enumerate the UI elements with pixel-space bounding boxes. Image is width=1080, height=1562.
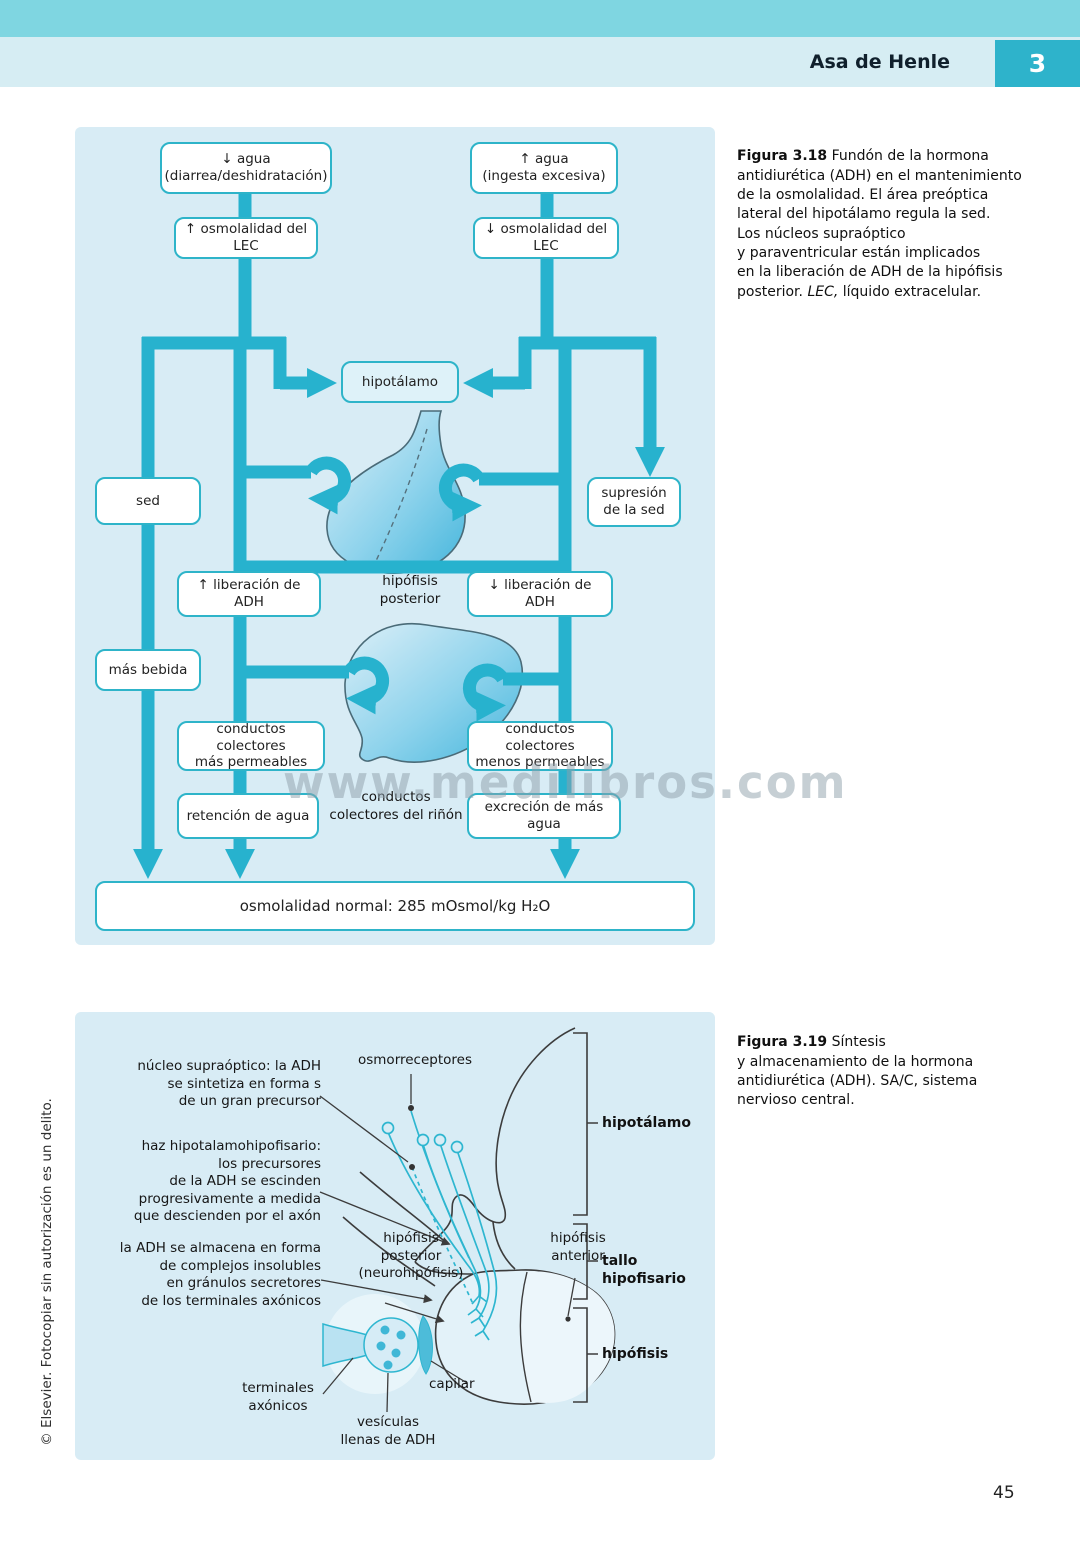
label-posterior-pituitary: hipófisis posterior (neurohipófisis) [358,1230,464,1282]
neuron-fibers [387,1110,498,1341]
label-capillary: capilar [429,1376,475,1392]
figure-3-19-panel: osmorreceptores núcleo supraóptico: la A… [75,1012,715,1460]
pituitary-dashed-line [374,428,428,564]
capillary-crescent [418,1315,433,1375]
box-more-drinking: más bebida [95,649,201,691]
label-adh-vesicles: vesículas llenas de ADH [340,1414,436,1448]
caption-318-number: Figura 3.18 [737,148,828,165]
label-axon-terminals: terminales axónicos [242,1380,314,1414]
box-osmolality-down: ↓ osmolalidad del LEC [473,217,619,259]
box-water-excretion: excreción de más agua [467,793,621,839]
figure-3-18-caption: Figura 3.18 Fundón de la hormona antidiu… [737,128,1055,302]
label-posterior-pituitary: hipófisis posterior [379,573,441,607]
copyright-sidebar: © Elsevier. Fotocopiar sin autorización … [39,1098,55,1446]
flow-connectors [133,194,665,879]
figure-3-19-caption: Figura 3.19 Síntesis y almacenamiento de… [737,1014,1055,1111]
caption-319-body: Síntesis y almacenamiento de la hormona … [737,1034,978,1109]
hypothalamus-outline [342,1027,576,1287]
caption-318-body: Fundón de la hormona antidiurética (ADH)… [737,148,1022,300]
caption-318-abbr: LEC, [807,283,839,300]
header-band [0,37,1080,87]
box-adh-release-up: ↑ liberación de ADH [177,571,321,617]
chapter-number-badge: 3 [995,40,1080,87]
label-kidney-collecting-ducts: conductos colectores del riñón [329,789,463,823]
label-adh-storage: la ADH se almacena en forma de complejos… [119,1240,321,1309]
label-supraoptic-nucleus: núcleo supraóptico: la ADH se sintetiza … [137,1058,321,1110]
flowchart-arrows-graphic [133,194,665,879]
axon-terminal-inset [322,1294,433,1394]
bracket-label-pituitary: hipófisis [602,1346,669,1362]
gland-divider-line [519,1271,532,1403]
neuron-cell-bodies [381,1105,464,1170]
box-thirst: sed [95,477,201,525]
top-color-band [0,0,1080,37]
watermark: www.medilibros.com [283,756,848,809]
pituitary-anatomy-graphic [319,1027,616,1413]
box-less-water: ↓ agua (diarrea/deshidratación) [160,142,332,194]
label-osmoreceptors: osmorreceptores [357,1052,473,1068]
anterior-lobe-region [520,1271,615,1403]
page-number: 45 [993,1483,1015,1503]
box-hypothalamus: hipotálamo [341,361,459,403]
box-osmolality-up: ↑ osmolalidad del LEC [174,217,318,259]
caption-318-end: líquido extracelular. [838,283,982,300]
label-hypothalamohypophyseal-tract: haz hipotalamohipofisario: los precursor… [133,1138,321,1225]
box-normal-osmolality: osmolalidad normal: 285 mOsmol/kg H₂O [95,881,695,931]
bracket-label-pituitary-stalk: tallo hipofisario [602,1253,686,1288]
box-ducts-less-permeable: conductos colectores menos permeables [467,721,613,771]
box-ducts-more-permeable: conductos colectores más permeables [177,721,325,771]
bracket-label-hypothalamus: hipotálamo [602,1115,691,1131]
box-more-water: ↑ agua (ingesta excesiva) [470,142,618,194]
leader-lines [319,1074,576,1413]
box-water-retention: retención de agua [177,793,319,839]
box-adh-release-down: ↓ liberación de ADH [467,571,613,617]
figure-3-18-panel: ↓ agua (diarrea/deshidratación) ↑ agua (… [75,127,715,945]
caption-319-number: Figura 3.19 [737,1034,828,1051]
adh-vesicles [376,1325,406,1370]
chapter-title: Asa de Henle [809,51,950,73]
label-anterior-pituitary: hipófisis anterior [550,1230,606,1264]
box-thirst-suppression: supresión de la sed [587,477,681,527]
anterior-leader-dot [565,1316,571,1322]
region-brackets [573,1032,598,1403]
